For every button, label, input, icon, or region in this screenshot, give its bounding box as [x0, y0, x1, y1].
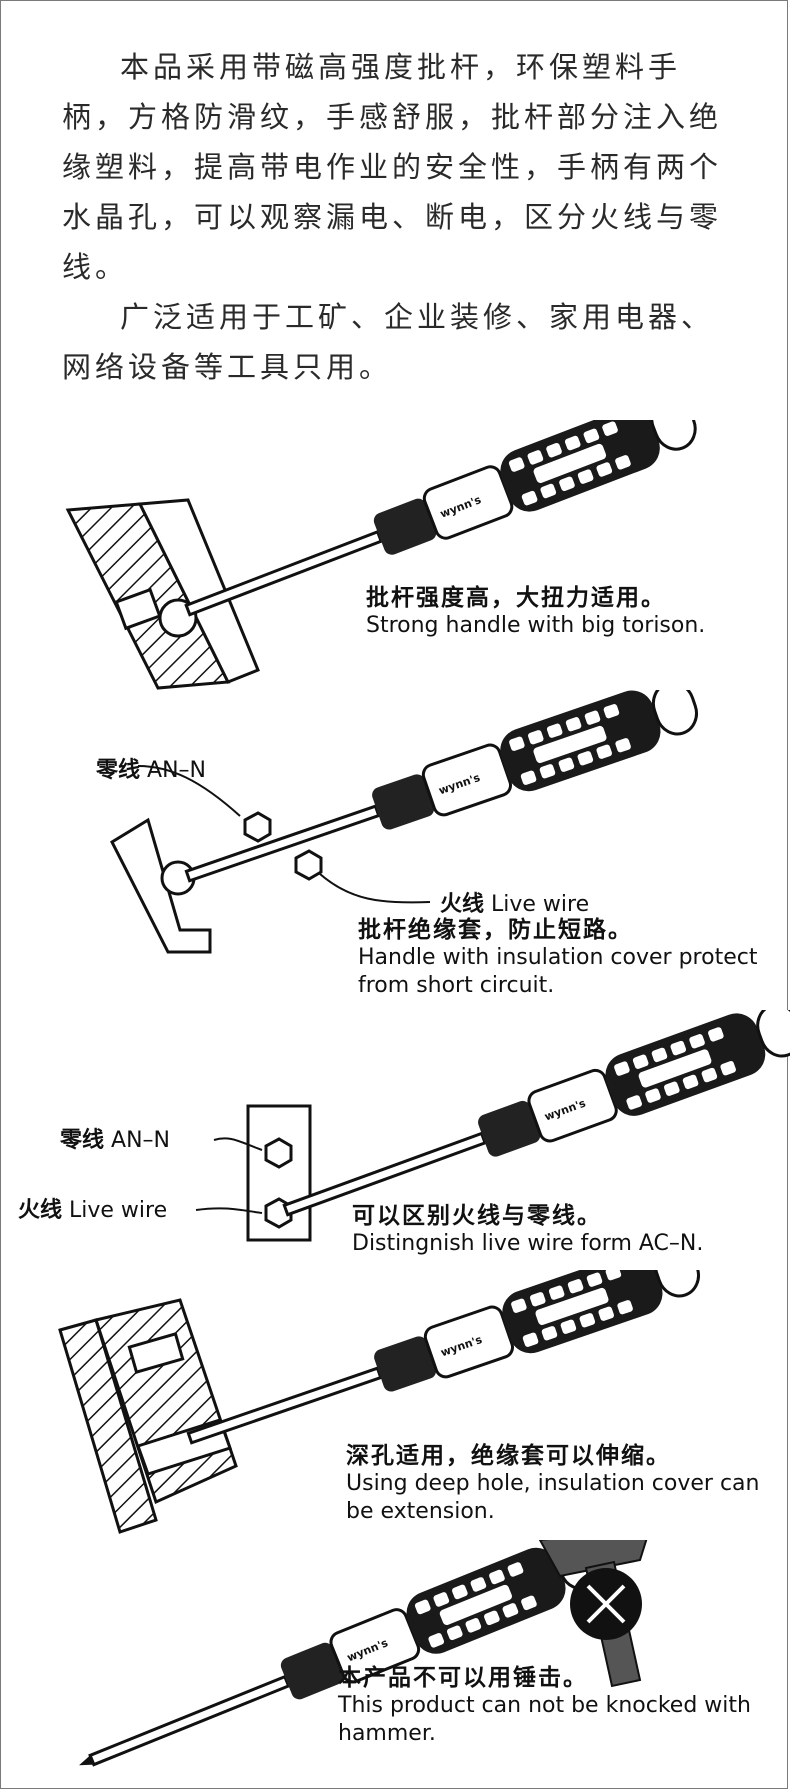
neutral-wire-label: 零线 AN–N: [96, 752, 206, 784]
screwdriver-in-wall-illustration: wynn's: [65, 420, 697, 690]
live-wire-label: 火线 Live wire: [440, 886, 589, 918]
illustration-distinguish-wire: wynn's 零线 AN–N 火线 Live wire 可以区别火线与零线。 D…: [0, 1010, 790, 1280]
caption-en: Using deep hole, insulation cover can be…: [346, 1471, 760, 1524]
neutral-wire-label: 零线 AN–N: [60, 1122, 170, 1154]
screwdriver-deep-hole-illustration: wynn's: [58, 1270, 700, 1534]
screwdriver-socket-illustration: wynn's: [195, 1010, 790, 1242]
caption-no-hammer: 本产品不可以用锤击。 This product can not be knock…: [338, 1664, 778, 1748]
caption-zh: 批杆绝缘套，防止短路。: [358, 917, 633, 943]
caption-en: Distingnish live wire form AC–N.: [352, 1231, 704, 1256]
neutral-en: AN–N: [147, 758, 206, 783]
caption-insulation-cover: 批杆绝缘套，防止短路。 Handle with insulation cover…: [358, 916, 778, 1000]
caption-zh: 深孔适用，绝缘套可以伸缩。: [346, 1443, 671, 1469]
caption-strong-handle: 批杆强度高，大扭力适用。 Strong handle with big tori…: [366, 584, 705, 640]
caption-en: This product can not be knocked with ham…: [338, 1693, 751, 1746]
live-en: Live wire: [69, 1198, 168, 1223]
caption-distinguish-wire: 可以区别火线与零线。 Distingnish live wire form AC…: [352, 1202, 703, 1258]
caption-zh: 批杆强度高，大扭力适用。: [366, 585, 666, 611]
illustration-strong-handle: wynn's 批杆强度高，大扭力适用。 Strong handle with b…: [0, 420, 790, 720]
illustration-no-hammer: wynn's 本产品不可以用锤击。 This product can not b…: [0, 1540, 790, 1791]
neutral-zh: 零线: [96, 758, 141, 783]
intro-text: 本品采用带磁高强度批杆，环保塑料手柄，方格防滑纹，手感舒服，批杆部分注入绝缘塑料…: [62, 42, 742, 392]
live-zh: 火线: [440, 892, 485, 917]
neutral-zh: 零线: [60, 1128, 105, 1153]
screwdriver-no-hammer-illustration: wynn's: [79, 1540, 648, 1767]
caption-deep-hole: 深孔适用，绝缘套可以伸缩。 Using deep hole, insulatio…: [346, 1442, 786, 1526]
live-en: Live wire: [491, 892, 590, 917]
hammer-icon: [538, 1540, 648, 1688]
illustration-deep-hole: wynn's 深孔适用，绝缘套可以伸缩。 Using deep hole, in…: [0, 1270, 790, 1540]
live-zh: 火线: [18, 1198, 63, 1223]
neutral-en: AN–N: [111, 1128, 170, 1153]
intro-paragraph-1: 本品采用带磁高强度批杆，环保塑料手柄，方格防滑纹，手感舒服，批杆部分注入绝缘塑料…: [62, 50, 723, 284]
caption-zh: 本产品不可以用锤击。: [338, 1665, 588, 1691]
illustration-insulation-cover: wynn's 零线 AN–N 火线 Live wire 批杆绝缘套，防止短路。 …: [0, 690, 790, 1010]
screwdriver-short-circuit-illustration: wynn's: [110, 690, 698, 954]
caption-zh: 可以区别火线与零线。: [352, 1203, 602, 1229]
caption-en: Handle with insulation cover protect fro…: [358, 945, 758, 998]
live-wire-label: 火线 Live wire: [18, 1192, 167, 1224]
caption-en: Strong handle with big torison.: [366, 613, 706, 638]
intro-paragraph-2: 广泛适用于工矿、企业装修、家用电器、网络设备等工具只用。: [62, 300, 715, 384]
